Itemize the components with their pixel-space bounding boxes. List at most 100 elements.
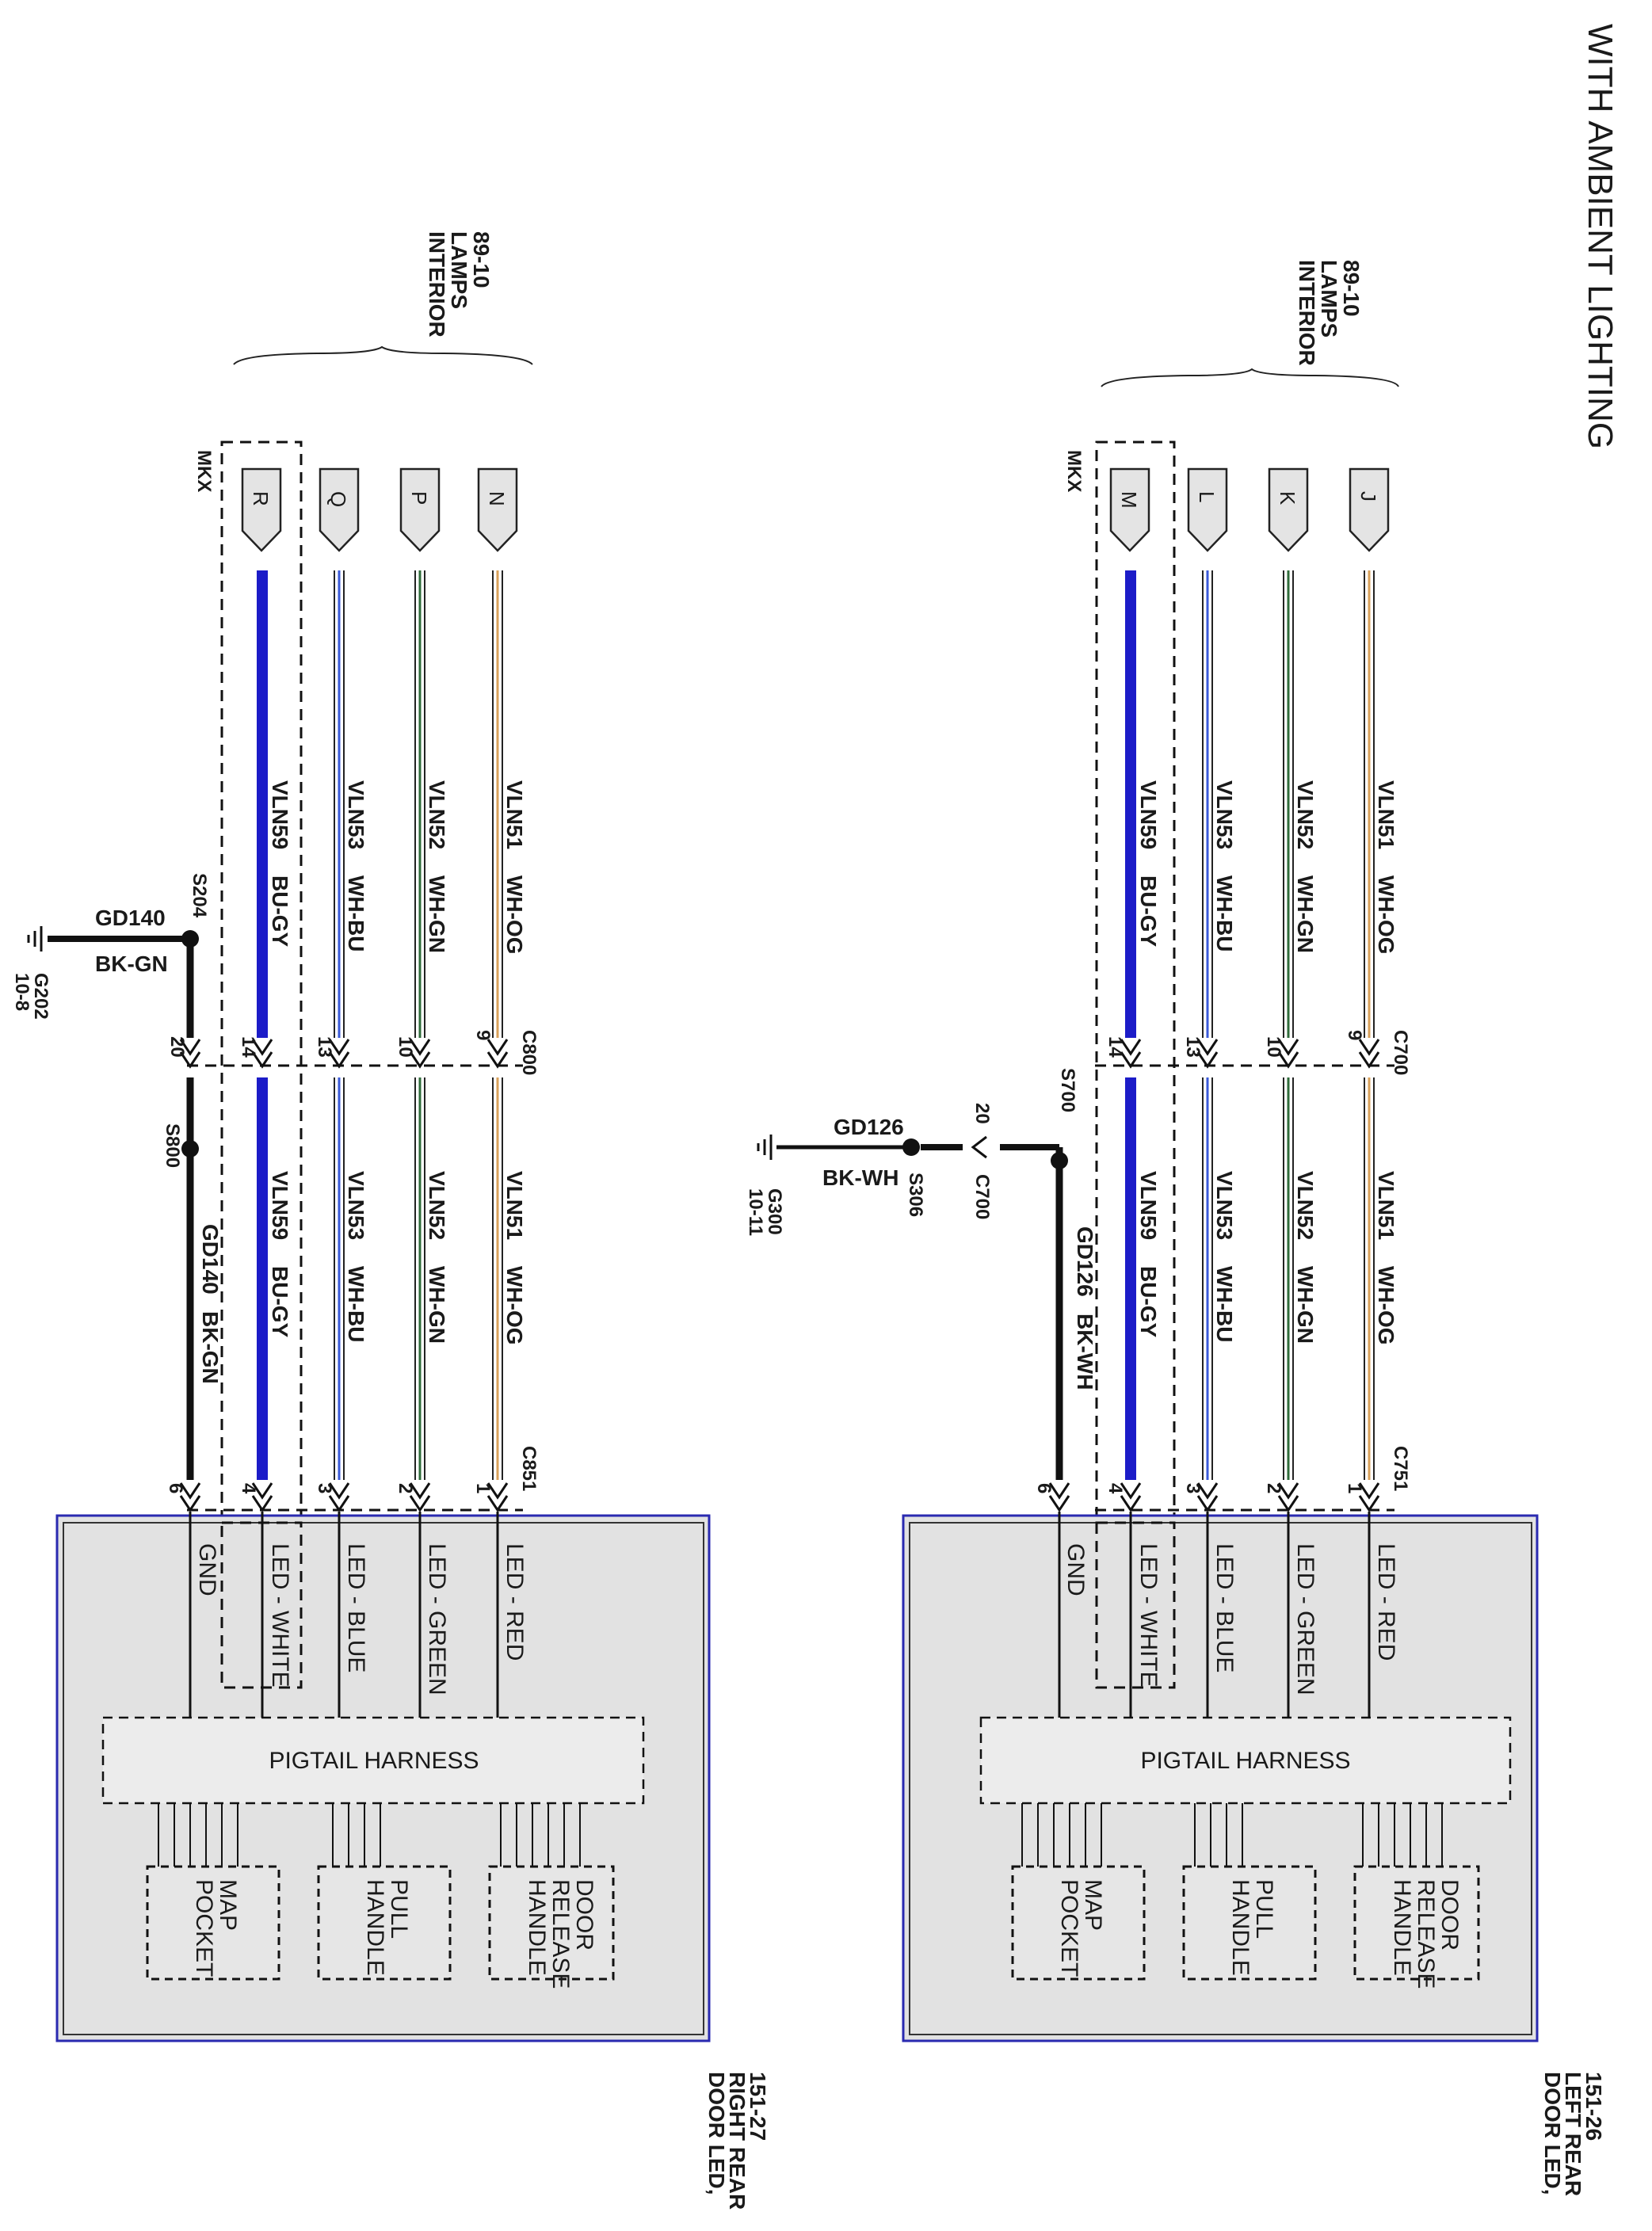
pull-handle-label-left: PULL HANDLE [1227, 1879, 1277, 1976]
svg-text:INTERIOR: INTERIOR [1295, 260, 1319, 366]
gd140-label: GD140 [95, 906, 166, 930]
wire-vln51-right [492, 570, 503, 1480]
svg-text:PULL: PULL [386, 1879, 412, 1939]
svg-text:DOOR: DOOR [1436, 1879, 1463, 1951]
svg-text:R: R [249, 491, 273, 506]
svg-text:BK-WH: BK-WH [1073, 1314, 1097, 1390]
svg-text:BU-GY: BU-GY [1136, 875, 1161, 948]
wire-vln52-right [414, 570, 425, 1480]
map-pocket-left [1011, 1865, 1146, 1981]
interior-lamps-ref-left: INTERIOR LAMPS 89-10 [1295, 260, 1364, 366]
svg-text:RELEASE: RELEASE [547, 1879, 574, 1989]
s204-label: S204 [189, 873, 210, 918]
label-vln51-bottom-left: VLN51 WH-OG [1374, 1171, 1398, 1345]
svg-text:VLN51: VLN51 [1374, 1171, 1398, 1240]
svg-text:VLN59: VLN59 [1136, 780, 1161, 849]
svg-text:J: J [1356, 491, 1380, 501]
svg-text:M: M [1117, 491, 1141, 509]
label-vln59-top-right: VLN59 BU-GY [268, 780, 292, 948]
pigtail-label-right: PIGTAIL HARNESS [269, 1748, 479, 1774]
svg-text:HANDLE: HANDLE [362, 1879, 388, 1976]
pigtail-harness-left [979, 1716, 1512, 1805]
c800-pin-10: 10 [395, 1036, 416, 1058]
wire-vln59-right [257, 570, 268, 1480]
module-ref-left: DOOR LED, LEFT REAR 151-26 [1540, 2072, 1606, 2196]
mkx-label-left: MKX [1063, 450, 1085, 492]
bk-wh-label: BK-WH [822, 1165, 898, 1190]
shield-outline-right [220, 440, 303, 1688]
svg-text:WH-OG: WH-OG [1374, 1266, 1398, 1345]
map-pocket-right [146, 1865, 280, 1981]
label-vln51-top-left: VLN51 WH-OG [1374, 780, 1398, 955]
svg-text:WH-OG: WH-OG [502, 875, 527, 955]
connector-tab-r: R [241, 467, 282, 552]
svg-text:89-10: 89-10 [1339, 260, 1364, 317]
svg-text:BK-GN: BK-GN [198, 1311, 223, 1384]
c751-pin-2: 2 [1263, 1483, 1284, 1493]
gnd-label-left: GND [1063, 1543, 1089, 1596]
led-red-label-left: LED - RED [1373, 1543, 1399, 1661]
c851-pin-2: 2 [395, 1483, 416, 1493]
right-rear-circuit: INTERIOR LAMPS 89-10 MKX N P Q R [11, 231, 770, 2210]
pigtail-wires-right [158, 1803, 581, 1867]
svg-text:WH-OG: WH-OG [1374, 875, 1398, 955]
svg-text:10-8: 10-8 [11, 973, 32, 1011]
label-vln52-top-left: VLN52 WH-GN [1293, 780, 1318, 953]
svg-text:VLN52: VLN52 [425, 780, 449, 849]
svg-text:WH-GN: WH-GN [1293, 875, 1318, 953]
left-rear-circuit: INTERIOR LAMPS 89-10 MKX J K L M [745, 260, 1606, 2196]
svg-text:RELEASE: RELEASE [1413, 1879, 1439, 1989]
label-vln51-bottom-right: VLN51 WH-OG [502, 1171, 527, 1345]
svg-text:WH-GN: WH-GN [425, 875, 449, 953]
door-release-label-left: DOOR RELEASE HANDLE [1389, 1879, 1463, 1989]
svg-text:VLN59: VLN59 [268, 780, 292, 849]
c851-pin-3: 3 [314, 1483, 335, 1493]
svg-text:VLN53: VLN53 [1212, 780, 1237, 849]
c700-arrows [1120, 1039, 1380, 1069]
svg-text:VLN59: VLN59 [268, 1171, 292, 1240]
gd126-label: GD126 [834, 1115, 904, 1139]
svg-text:K: K [1276, 491, 1299, 505]
c800-pin-9: 9 [472, 1030, 494, 1040]
s700-label: S700 [1057, 1068, 1078, 1112]
svg-text:G300: G300 [764, 1188, 785, 1235]
led-blue-label-left: LED - BLUE [1211, 1543, 1238, 1672]
svg-text:HANDLE: HANDLE [1227, 1879, 1253, 1976]
svg-text:Q: Q [326, 491, 350, 507]
pull-handle-right [317, 1865, 452, 1981]
led-green-label-right: LED - GREEN [424, 1543, 450, 1695]
svg-text:VLN53: VLN53 [344, 1171, 368, 1240]
pigtail-label-left: PIGTAIL HARNESS [1140, 1748, 1350, 1774]
label-vln59-bottom-left: VLN59 BU-GY [1136, 1171, 1161, 1338]
wire-vln52-left [1283, 570, 1294, 1480]
svg-text:VLN52: VLN52 [1293, 1171, 1318, 1240]
c751-arrows [1048, 1482, 1380, 1512]
connector-tab-n: N [477, 467, 518, 552]
svg-text:POCKET: POCKET [191, 1879, 217, 1977]
svg-text:BU-GY: BU-GY [268, 1266, 292, 1338]
svg-text:VLN53: VLN53 [1212, 1171, 1237, 1240]
shield-module-right [220, 1521, 303, 1689]
led-red-label-right: LED - RED [502, 1543, 528, 1661]
label-vln59-bottom-right: VLN59 BU-GY [268, 1171, 292, 1338]
c751-pin-3: 3 [1182, 1483, 1204, 1493]
svg-text:VLN52: VLN52 [425, 1171, 449, 1240]
pull-handle-left [1182, 1865, 1317, 1981]
wire-vln59-left [1125, 570, 1136, 1480]
c751-pin-1: 1 [1344, 1483, 1365, 1493]
connector-tab-l: L [1187, 467, 1228, 552]
s306-label: S306 [905, 1173, 926, 1217]
label-vln53-bottom-right: VLN53 WH-BU [344, 1171, 368, 1342]
svg-text:LAMPS: LAMPS [1317, 260, 1341, 338]
led-green-label-left: LED - GREEN [1292, 1543, 1318, 1695]
connector-tab-p: P [399, 467, 441, 552]
c751-label: C751 [1390, 1446, 1411, 1491]
side-pin-20: 20 [971, 1103, 993, 1124]
svg-text:WH-BU: WH-BU [344, 875, 368, 952]
svg-text:BU-GY: BU-GY [1136, 1266, 1161, 1338]
label-vln53-bottom-left: VLN53 WH-BU [1212, 1171, 1237, 1342]
label-vln59-top-left: VLN59 BU-GY [1136, 780, 1161, 948]
c751-pin-6: 6 [1033, 1483, 1055, 1493]
c851-pin-4: 4 [238, 1483, 259, 1494]
